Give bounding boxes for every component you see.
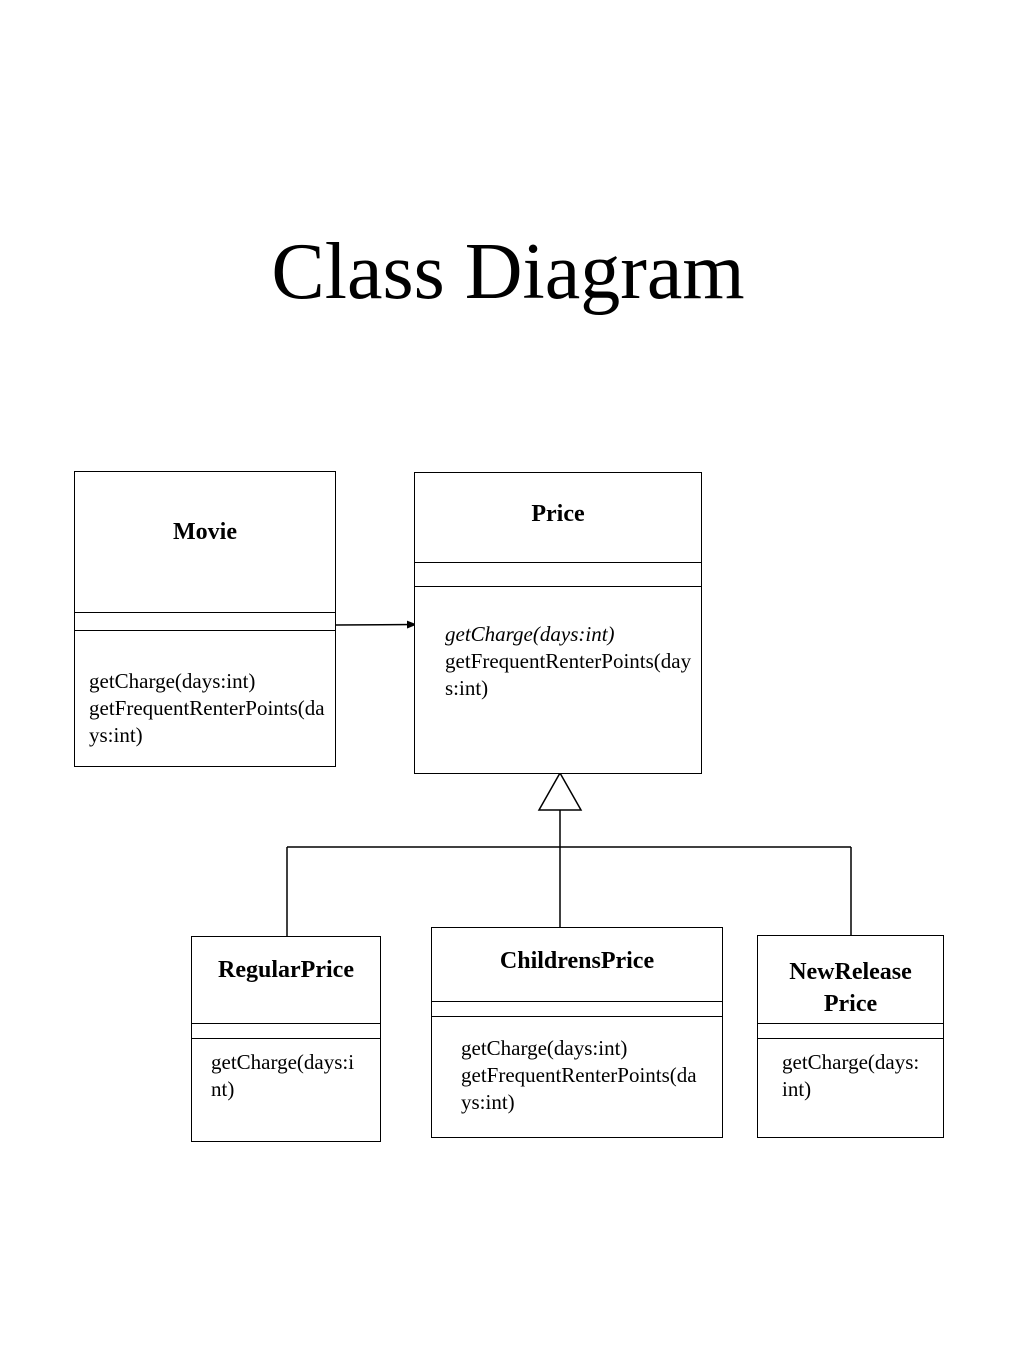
method-list: getCharge(days:int) getFrequentRenterPoi…	[89, 668, 325, 749]
class-newreleaseprice: NewRelease Price getCharge(days:int)	[757, 935, 944, 1138]
method-getfrequentrenterpoints: getFrequentRenterPoints(days:int)	[445, 649, 692, 700]
method-list: getCharge(days:int) getFrequentRenterPoi…	[461, 1035, 705, 1116]
methods-separator	[758, 1038, 943, 1039]
methods-separator	[432, 1016, 722, 1017]
class-regularprice: RegularPrice getCharge(days:int)	[191, 936, 381, 1142]
attributes-separator	[192, 1023, 380, 1024]
class-name-movie: Movie	[173, 519, 237, 545]
methods-separator	[75, 630, 335, 631]
method-getcharge: getCharge(days:int)	[211, 1050, 355, 1101]
class-movie: Movie getCharge(days:int) getFrequentRen…	[74, 471, 336, 767]
attributes-separator	[432, 1001, 722, 1002]
method-getcharge: getCharge(days:int)	[89, 669, 256, 693]
method-getcharge: getCharge(days:int)	[461, 1036, 628, 1060]
methods-separator	[192, 1038, 380, 1039]
attributes-separator	[758, 1023, 943, 1024]
class-name-price: Price	[531, 501, 585, 527]
method-list: getCharge(days:int)	[211, 1049, 359, 1103]
class-name-regularprice: RegularPrice	[218, 957, 354, 983]
method-getcharge-abstract: getCharge(days:int)	[445, 622, 615, 646]
class-price: Price getCharge(days:int) getFrequentRen…	[414, 472, 702, 774]
association-movie-price	[335, 620, 417, 629]
class-childrensprice: ChildrensPrice getCharge(days:int) getFr…	[431, 927, 723, 1138]
method-list: getCharge(days:int)	[782, 1049, 920, 1103]
attributes-separator	[415, 562, 701, 563]
method-getcharge: getCharge(days:int)	[782, 1050, 920, 1101]
method-getfrequentrenterpoints: getFrequentRenterPoints(days:int)	[461, 1063, 697, 1114]
method-list: getCharge(days:int) getFrequentRenterPoi…	[445, 621, 693, 702]
class-name-childrensprice: ChildrensPrice	[499, 948, 655, 974]
method-getfrequentrenterpoints: getFrequentRenterPoints(days:int)	[89, 696, 325, 747]
generalization-triangle	[537, 771, 583, 811]
page-title: Class Diagram	[271, 228, 745, 316]
methods-separator	[415, 586, 701, 587]
attributes-separator	[75, 612, 335, 613]
class-name-newreleaseprice: NewRelease Price	[789, 959, 912, 1017]
